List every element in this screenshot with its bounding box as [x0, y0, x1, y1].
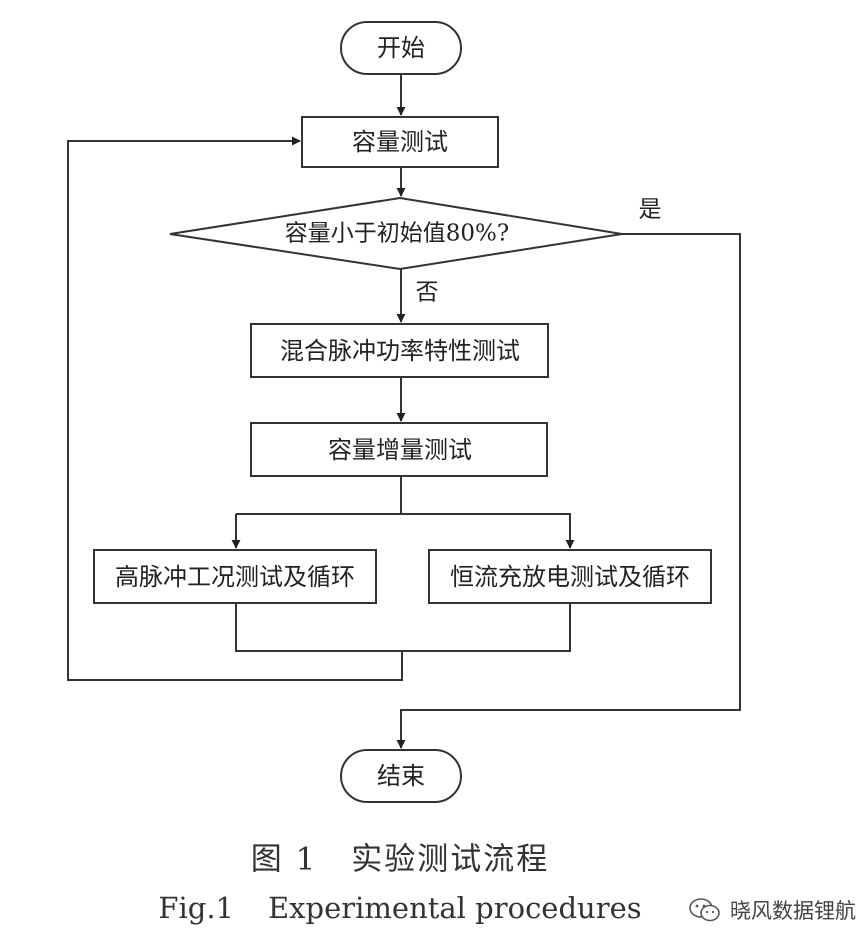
- start-label: 开始: [377, 34, 425, 62]
- hppc-box: [250, 323, 549, 378]
- edge-loop-back: [67, 136, 403, 681]
- end-terminal: [340, 749, 462, 803]
- no-label: 否: [415, 279, 439, 306]
- end-label: 结束: [377, 762, 425, 790]
- constant-current-label: 恒流充放电测试及循环: [450, 563, 690, 591]
- yes-label: 是: [638, 196, 662, 223]
- edge-decision-yes-to-end: [396, 233, 741, 749]
- caption-cn-title: 实验测试流程: [351, 841, 550, 878]
- high-pulse-label: 高脉冲工况测试及循环: [115, 563, 355, 591]
- caption-chinese: 图 1 实验测试流程: [251, 834, 550, 879]
- watermark-text: 晓风数据锂航: [730, 899, 856, 923]
- watermark: 晓风数据锂航: [688, 895, 856, 925]
- caption-en-title: Experimental procedures: [268, 891, 642, 925]
- capacity-test-label: 容量测试: [352, 128, 448, 156]
- edge-merge: [235, 603, 571, 652]
- wechat-icon: [689, 898, 720, 922]
- hppc-label: 混合脉冲功率特性测试: [280, 337, 520, 365]
- edge-increment-split: [236, 476, 402, 515]
- capacity-increment-label: 容量增量测试: [328, 436, 472, 464]
- decision-label: 容量小于初始值80%?: [284, 220, 510, 247]
- caption-en-number: Fig.1: [158, 891, 235, 925]
- edge-split-to-constant-current: [401, 513, 575, 549]
- capacity-increment-box: [250, 422, 548, 477]
- caption-cn-number: 图 1: [250, 841, 318, 878]
- caption-english: Fig.1 Experimental procedures: [158, 891, 641, 925]
